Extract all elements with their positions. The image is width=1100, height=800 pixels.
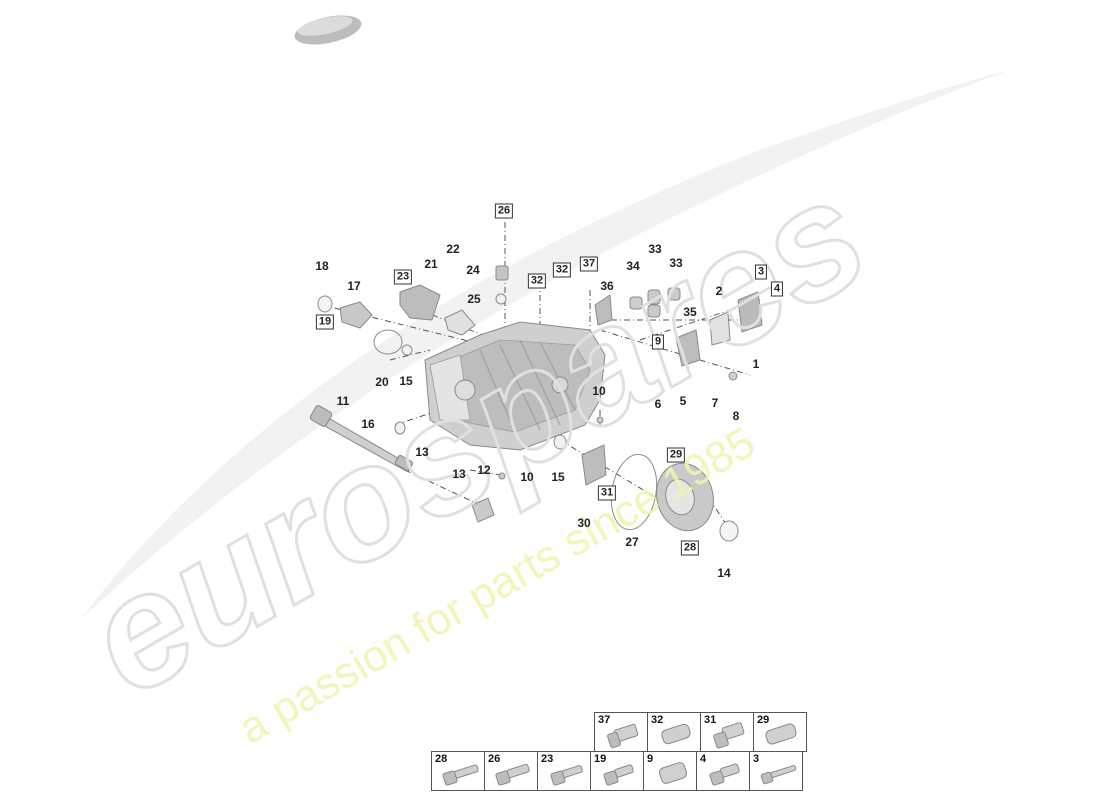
callout-15b: 15 (551, 470, 565, 484)
legend-cell: 32 (647, 712, 701, 752)
callout-1: 1 (752, 357, 760, 371)
callout-21: 21 (424, 257, 438, 271)
bolt-icon (603, 764, 634, 786)
callout-8: 8 (732, 409, 740, 423)
callout-26: 26 (494, 203, 514, 219)
callout-19: 19 (315, 314, 335, 330)
callout-20: 20 (375, 375, 389, 389)
legend-cell: 9 (643, 751, 697, 791)
callout-10b: 10 (520, 470, 534, 484)
legend-cell: 28 (431, 751, 485, 791)
watermark-brand: eurospares (58, 143, 895, 729)
callout-37: 37 (579, 256, 599, 272)
legend-cell: 31 (700, 712, 754, 752)
bolt-icon (442, 764, 479, 786)
transmission-housing (424, 321, 606, 451)
bolt-icon (495, 763, 530, 786)
callout-11: 11 (336, 394, 350, 408)
callout-4: 4 (770, 281, 784, 297)
callout-13a: 13 (415, 445, 429, 459)
bolt-legend-row-1: 37 32 31 29 (594, 712, 807, 752)
callout-36: 36 (600, 279, 614, 293)
bolt-legend-row-2: 28 26 23 19 9 4 3 (431, 751, 803, 791)
bolt-icon (607, 723, 639, 749)
bolt-icon (661, 723, 691, 745)
callout-10a: 10 (592, 384, 606, 398)
legend-cell: 23 (537, 751, 591, 791)
callout-28: 28 (680, 540, 700, 556)
callout-12: 12 (477, 463, 491, 477)
callout-31: 31 (597, 485, 617, 501)
callout-18: 18 (315, 259, 329, 273)
callout-33b: 33 (669, 256, 683, 270)
callout-27: 27 (625, 535, 639, 549)
callout-30: 30 (577, 516, 591, 530)
callout-14: 14 (717, 566, 731, 580)
legend-cell: 19 (590, 751, 644, 791)
callout-15a: 15 (399, 374, 413, 388)
bolt-icon (765, 723, 797, 745)
legend-cell: 3 (749, 751, 803, 791)
legend-cell: 26 (484, 751, 538, 791)
callout-2: 2 (715, 284, 723, 298)
callout-32a: 32 (527, 273, 547, 289)
bolt-icon (550, 765, 583, 786)
callout-33a: 33 (648, 242, 662, 256)
callout-24: 24 (466, 263, 480, 277)
legend-cell: 29 (753, 712, 807, 752)
small-parts (317, 265, 763, 542)
callout-22: 22 (446, 242, 460, 256)
bolt-icon (713, 722, 745, 749)
callout-6: 6 (654, 397, 662, 411)
callout-32b: 32 (552, 262, 572, 278)
callout-7: 7 (711, 396, 719, 410)
callout-17: 17 (347, 279, 361, 293)
callout-16: 16 (361, 417, 375, 431)
callout-23: 23 (393, 269, 413, 285)
callout-29: 29 (666, 447, 686, 463)
callout-13b: 13 (452, 467, 466, 481)
callout-9: 9 (651, 334, 665, 350)
callout-34: 34 (626, 259, 640, 273)
bolt-icon (658, 762, 688, 784)
callout-25: 25 (467, 292, 481, 306)
bolt-icon (760, 765, 797, 785)
porsche-logo-icon (294, 15, 362, 45)
legend-cell: 37 (594, 712, 648, 752)
legend-cell: 4 (696, 751, 750, 791)
bolt-icon (709, 763, 740, 786)
callout-5: 5 (679, 394, 687, 408)
callout-3: 3 (754, 264, 768, 280)
drive-shaft (309, 405, 414, 472)
callout-35: 35 (683, 305, 697, 319)
